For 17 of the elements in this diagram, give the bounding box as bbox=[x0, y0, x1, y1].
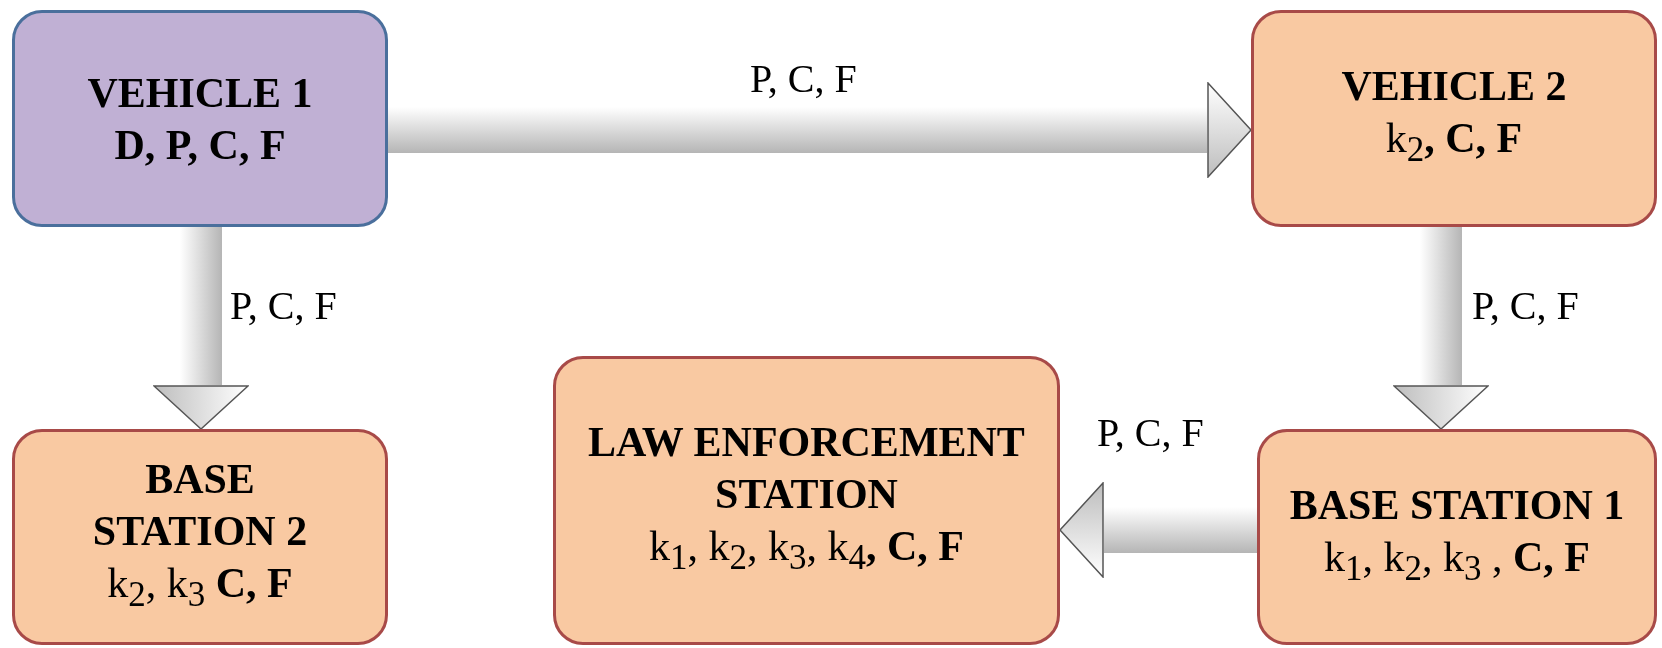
node-keys: k$_{1}$, k$_{2}$, k$_{3}$ , C, F bbox=[1324, 530, 1590, 596]
block-arrow bbox=[1059, 482, 1257, 578]
node-keys: k$_{2}$, k$_{3}$ C, F bbox=[107, 556, 293, 622]
node-title: VEHICLE 2 bbox=[1341, 62, 1567, 112]
node-keys: k$_{2}$, C, F bbox=[1385, 112, 1523, 177]
rounded-box bbox=[553, 356, 1060, 645]
block-arrow bbox=[1393, 227, 1489, 430]
node-title: BASE STATION 1 bbox=[1289, 480, 1625, 530]
node-title: VEHICLE 1 bbox=[87, 68, 313, 118]
node-keys: D, P, C, F bbox=[114, 118, 286, 171]
rounded-box bbox=[12, 10, 388, 227]
block-arrow bbox=[388, 82, 1252, 178]
node-keys: k$_{1}$, k$_{2}$, k$_{3}$, k$_{4}$, C, F bbox=[649, 520, 964, 585]
rounded-box bbox=[12, 429, 388, 645]
rounded-box bbox=[1257, 429, 1657, 645]
rounded-box bbox=[1251, 10, 1657, 227]
block-arrow bbox=[153, 227, 249, 430]
